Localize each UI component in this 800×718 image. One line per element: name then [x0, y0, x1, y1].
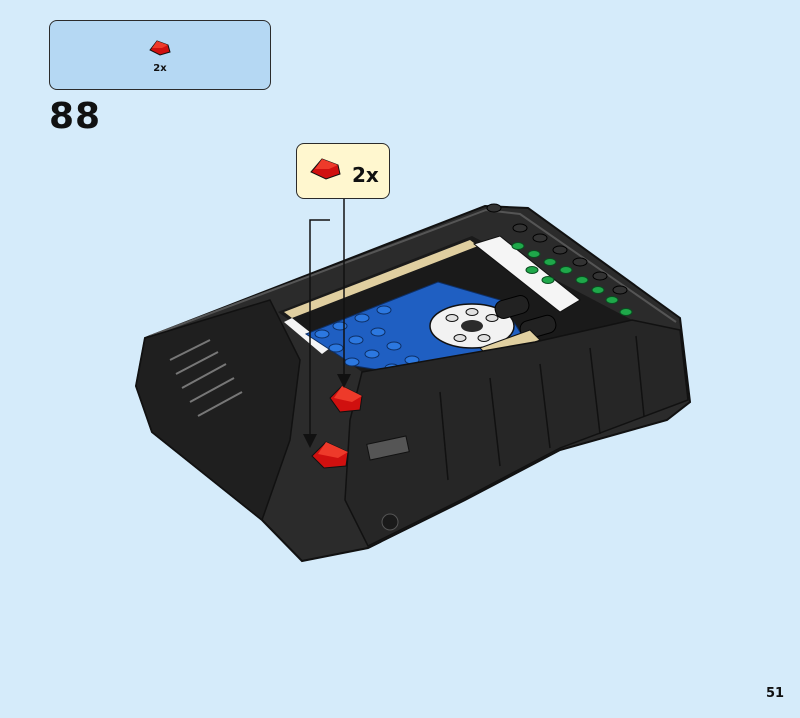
red-slope-brick-icon [149, 40, 171, 56]
sub-step-callout: 2x [296, 143, 390, 199]
parts-list-box: 2x [49, 20, 271, 90]
model-front-wall [344, 319, 689, 548]
red-slope-on-model-1 [329, 385, 363, 413]
red-slope-brick-icon [310, 158, 341, 180]
model-left-side [135, 299, 301, 522]
callout-quantity: 2x [352, 163, 379, 187]
parts-quantity: 2x [153, 63, 167, 74]
placement-arrows [309, 197, 345, 436]
red-slope-on-model-2 [311, 441, 349, 469]
step-number: 88 [49, 96, 102, 137]
page-number: 51 [766, 686, 785, 701]
